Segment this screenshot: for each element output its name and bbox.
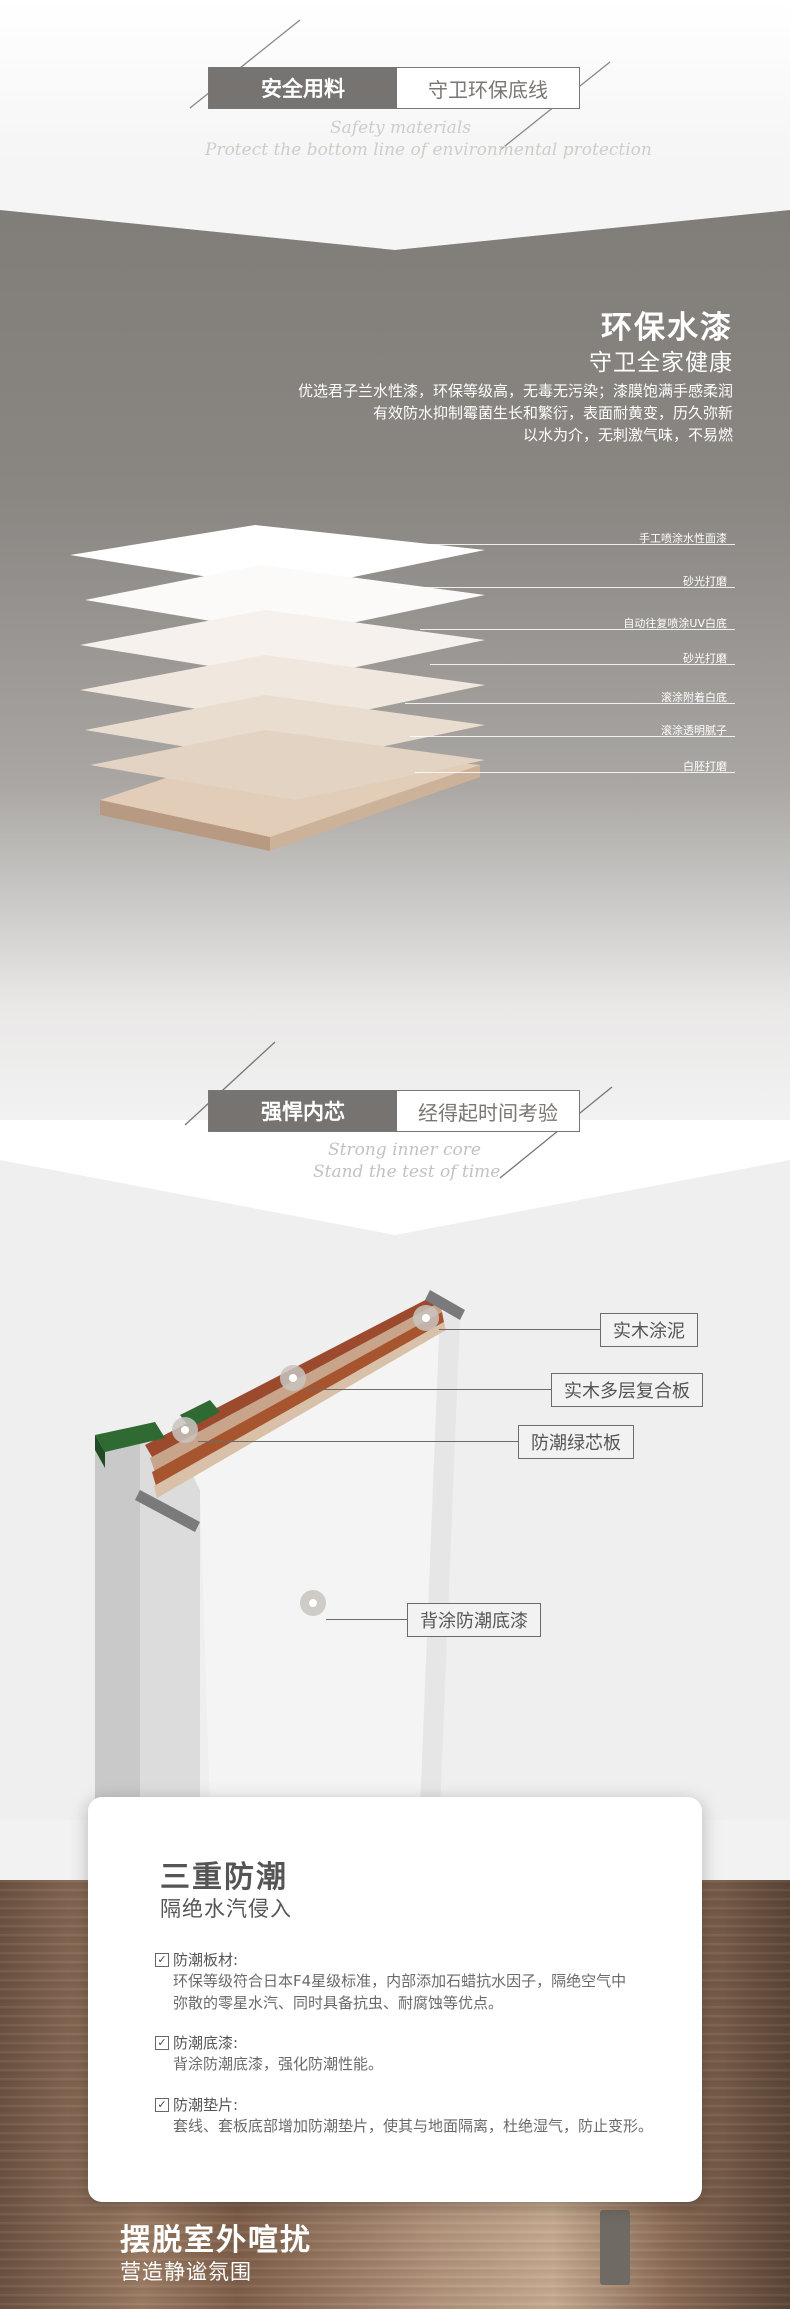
card-subtitle: 隔绝水汽侵入	[160, 1897, 292, 1921]
card-item: ✓ 防潮板材: 环保等级符合日本F4星级标准，内部添加石蜡抗水因子，隔绝空气中 弥…	[155, 1949, 675, 2014]
checkbox-icon: ✓	[155, 2097, 169, 2112]
layer-label: 滚涂附着白底	[661, 691, 727, 704]
paint-subtitle: 守卫全家健康	[589, 350, 733, 376]
callout-dot-icon	[172, 1417, 198, 1443]
layer-leader-line	[395, 587, 735, 588]
core-tag: 强悍内芯 经得起时间考验	[208, 1090, 580, 1132]
core-decorative-lines	[184, 1041, 613, 1179]
callout-line	[439, 1329, 600, 1330]
core-script-title: Strong inner core	[328, 1140, 481, 1160]
layer-leader-line	[410, 736, 735, 737]
callout-line	[326, 1619, 407, 1620]
paint-description: 优选君子兰水性漆，环保等级高，无毒无污染；漆膜饱满手感柔润 有效防水抑制霉菌生长…	[213, 380, 733, 446]
door-callout-label: 实木涂泥	[600, 1313, 698, 1347]
hinge-icon	[600, 2210, 630, 2285]
layer-leader-line	[375, 544, 735, 545]
white-notch	[0, 160, 790, 250]
layer-label: 滚涂透明腻子	[661, 724, 727, 737]
card-item-line: 套线、套板底部增加防潮垫片，使其与地面隔离，杜绝湿气，防止变形。	[173, 2117, 654, 2135]
layer-leader-line	[420, 629, 735, 630]
callout-line	[198, 1441, 518, 1442]
card-item-line: 背涂防潮底漆，强化防潮性能。	[173, 2055, 384, 2073]
card-item: ✓ 防潮垫片: 套线、套板底部增加防潮垫片，使其与地面隔离，杜绝湿气，防止变形。	[155, 2094, 675, 2137]
layer-label: 手工喷涂水性面漆	[639, 532, 727, 545]
bottom-subtitle: 营造静谧氛围	[120, 2260, 252, 2284]
layer-leader-line	[430, 664, 735, 665]
core-tag-primary: 强悍内芯	[209, 1091, 397, 1131]
paint-desc-line: 有效防水抑制霉菌生长和繁衍，表面耐黄变，历久弥新	[372, 404, 733, 422]
safety-tag-primary: 安全用料	[209, 68, 397, 108]
core-tag-secondary: 经得起时间考验	[397, 1091, 579, 1131]
callout-line	[306, 1389, 551, 1390]
card-item-head: 防潮底漆:	[173, 2034, 239, 2052]
callout-dot-icon	[280, 1365, 306, 1391]
paint-layers-illustration	[70, 525, 485, 851]
door-cross-section	[95, 1290, 465, 1810]
safety-tag-secondary: 守卫环保底线	[397, 68, 579, 108]
door-callout-label: 背涂防潮底漆	[407, 1603, 541, 1637]
paint-title: 环保水漆	[601, 310, 733, 346]
layer-leader-line	[405, 703, 735, 704]
moisture-card: 三重防潮 隔绝水汽侵入 ✓ 防潮板材: 环保等级符合日本F4星级标准，内部添加石蜡…	[88, 1797, 702, 2202]
safety-tag: 安全用料 守卫环保底线	[208, 67, 580, 109]
core-header-shape	[0, 1120, 790, 1235]
layer-label: 砂光打磨	[683, 575, 727, 588]
layer-label: 自动往复喷涂UV白底	[623, 617, 727, 630]
callout-dot-icon	[300, 1590, 326, 1616]
card-item-head: 防潮垫片:	[173, 2096, 239, 2114]
safety-script-subtitle: Protect the bottom line of environmental…	[205, 140, 652, 160]
safety-header-band: 安全用料 守卫环保底线 Safety materials Protect the…	[0, 0, 790, 160]
door-callout-label: 防潮绿芯板	[518, 1425, 634, 1459]
bottom-title: 摆脱室外喧扰	[120, 2223, 312, 2258]
paint-desc-line: 以水为介，无刺激气味，不易燃	[522, 426, 733, 444]
paint-desc-line: 优选君子兰水性漆，环保等级高，无毒无污染；漆膜饱满手感柔润	[297, 382, 733, 400]
card-item-line: 环保等级符合日本F4星级标准，内部添加石蜡抗水因子，隔绝空气中	[173, 1972, 627, 1990]
safety-script-title: Safety materials	[330, 118, 471, 138]
layer-label: 砂光打磨	[683, 652, 727, 665]
checkbox-icon: ✓	[155, 1952, 169, 1967]
card-item-head: 防潮板材:	[173, 1951, 239, 1969]
layer-label: 白胚打磨	[683, 760, 727, 773]
card-item: ✓ 防潮底漆: 背涂防潮底漆，强化防潮性能。	[155, 2032, 675, 2075]
card-title: 三重防潮	[160, 1860, 288, 1895]
callout-dot-icon	[413, 1305, 439, 1331]
door-callout-label: 实木多层复合板	[551, 1373, 703, 1407]
core-script-subtitle: Stand the test of time	[313, 1162, 501, 1182]
checkbox-icon: ✓	[155, 2035, 169, 2050]
card-item-line: 弥散的零星水汽、同时具备抗虫、耐腐蚀等优点。	[173, 1994, 504, 2012]
layer-leader-line	[415, 772, 735, 773]
